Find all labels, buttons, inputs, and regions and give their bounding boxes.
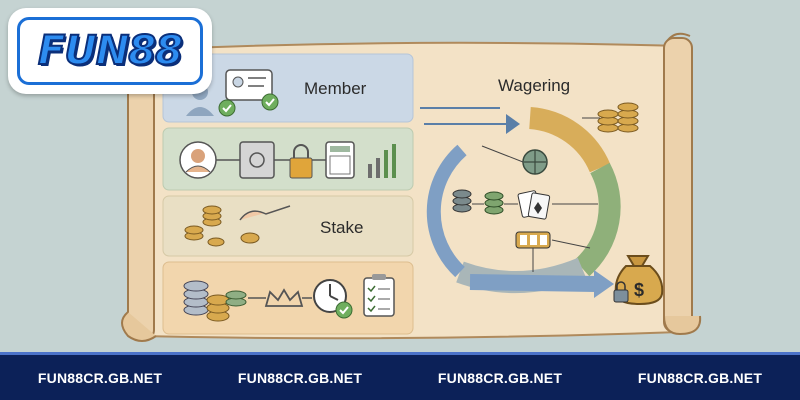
footer-bar: FUN88CR.GB.NET FUN88CR.GB.NET FUN88CR.GB… [0, 352, 800, 400]
footer-link-4[interactable]: FUN88CR.GB.NET [637, 369, 763, 386]
fun88-logo[interactable]: FUN88 [8, 8, 212, 94]
wagering-title: Wagering [498, 76, 571, 95]
money-bag-symbol: $ [634, 280, 644, 300]
footer-link-1[interactable]: FUN88CR.GB.NET [37, 369, 163, 386]
rewards-panel [162, 261, 414, 335]
scroll-illustration: $ [121, 32, 702, 342]
logo-text: FUN88 [37, 27, 184, 75]
logo-frame: FUN88 [17, 17, 203, 85]
footer-link-2[interactable]: FUN88CR.GB.NET [237, 369, 363, 386]
member-panel [162, 53, 414, 123]
padlock-icon [613, 281, 629, 303]
security-panel [162, 127, 414, 191]
stake-label: Stake [320, 218, 364, 237]
member-label: Member [304, 79, 367, 98]
footer-link-3[interactable]: FUN88CR.GB.NET [437, 369, 563, 386]
wagering-cycle [420, 102, 639, 298]
stake-panel [162, 195, 414, 257]
